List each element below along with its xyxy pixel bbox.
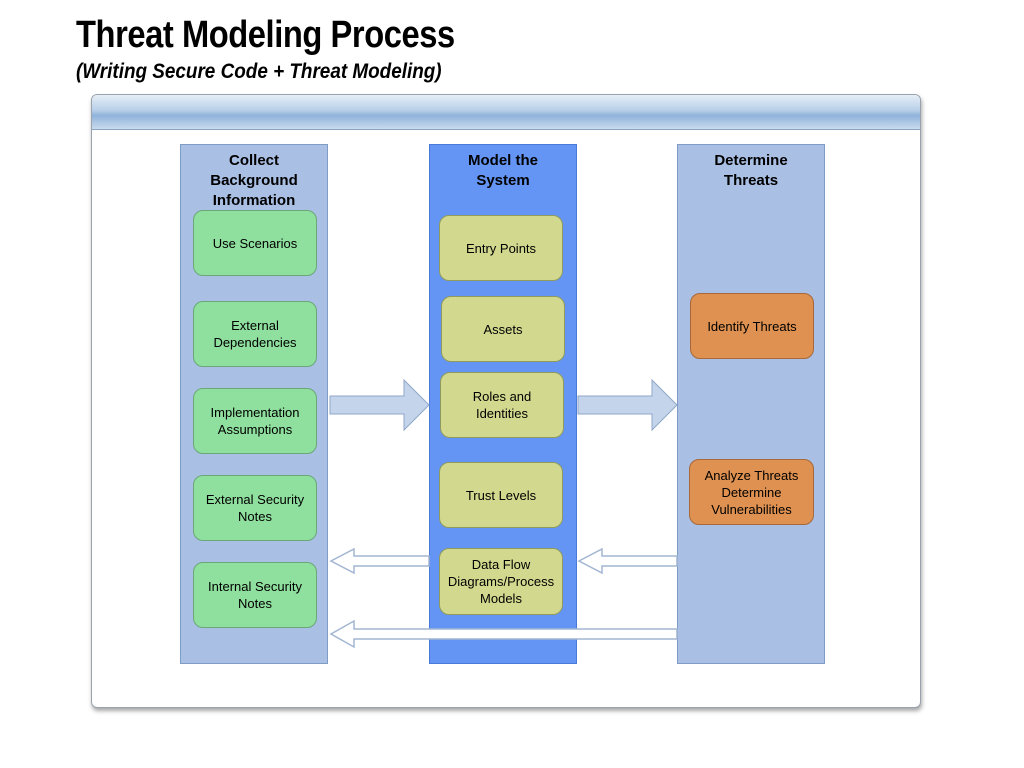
column-title-collect: Collect Background Information bbox=[210, 152, 298, 209]
page-subtitle: (Writing Secure Code + Threat Modeling) bbox=[76, 60, 442, 83]
column-title-model: Model the System bbox=[468, 152, 538, 189]
page-title: Threat Modeling Process bbox=[76, 14, 455, 56]
box-analyze-threats: Analyze Threats Determine Vulnerabilitie… bbox=[689, 459, 814, 525]
box-assets: Assets bbox=[441, 296, 565, 362]
box-trust-levels: Trust Levels bbox=[439, 462, 563, 528]
frame-header-bar bbox=[92, 95, 920, 130]
box-data-flow-diagrams: Data Flow Diagrams/Process Models bbox=[439, 548, 563, 615]
box-entry-points: Entry Points bbox=[439, 215, 563, 281]
column-title-determine: Determine Threats bbox=[714, 152, 788, 189]
box-external-dependencies: External Dependencies bbox=[193, 301, 317, 367]
box-use-scenarios: Use Scenarios bbox=[193, 210, 317, 276]
box-implementation-assumptions: Implementation Assumptions bbox=[193, 388, 317, 454]
box-internal-security-notes: Internal Security Notes bbox=[193, 562, 317, 628]
box-identify-threats: Identify Threats bbox=[690, 293, 814, 359]
column-determine-threats: Determine Threats bbox=[677, 144, 825, 664]
box-external-security-notes: External Security Notes bbox=[193, 475, 317, 541]
box-roles-and-identities: Roles and Identities bbox=[440, 372, 564, 438]
